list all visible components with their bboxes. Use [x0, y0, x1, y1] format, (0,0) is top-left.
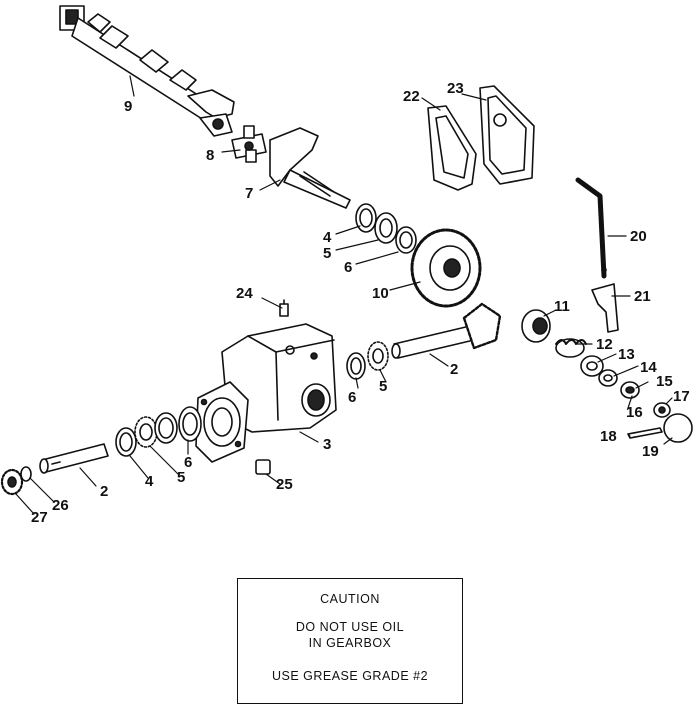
seal-lower: [178, 406, 202, 442]
washer-13-part: [580, 355, 604, 377]
callout-5: 5: [323, 245, 331, 262]
callout-27: 27: [31, 509, 48, 526]
callout-6: 6: [344, 259, 352, 276]
nut-27-part: [0, 468, 24, 496]
callout-16: 16: [626, 404, 643, 421]
bearing-cone-mid: [367, 341, 389, 371]
callout-6c: 6: [184, 454, 192, 471]
leader-lines: [15, 75, 673, 515]
callout-9: 9: [124, 98, 132, 115]
callout-22: 22: [403, 88, 420, 105]
callout-3: 3: [323, 436, 331, 453]
driveline-shaft-part: [59, 5, 235, 137]
callout-11: 11: [554, 298, 570, 315]
callout-21: 21: [634, 288, 651, 305]
caution-line-3: USE GREASE GRADE #2: [271, 669, 429, 683]
callout-25: 25: [276, 476, 293, 493]
callout-6b: 6: [348, 389, 356, 406]
cover-plate-part: [479, 85, 535, 185]
gearbox-housing-part: [195, 323, 337, 463]
bevel-gear-part: [410, 228, 482, 308]
cotter-pin-part: [627, 427, 663, 439]
callout-7: 7: [245, 185, 253, 202]
shift-fork-part: [591, 283, 619, 333]
callout-10: 10: [372, 285, 389, 302]
callout-13: 13: [618, 346, 635, 363]
spacer-ring-upper: [395, 226, 417, 254]
bearing-cup-mid: [346, 352, 366, 380]
output-shaft-lower: [39, 443, 109, 474]
callout-23: 23: [447, 80, 464, 97]
callout-26: 26: [52, 497, 69, 514]
washer-26-part: [20, 466, 32, 482]
callout-20: 20: [630, 228, 647, 245]
callout-12: 12: [596, 336, 613, 353]
bearing-cone-upper: [374, 212, 398, 244]
callout-17: 17: [673, 388, 690, 405]
bearing-cup-lower: [154, 412, 178, 444]
shift-rod-part: [575, 177, 607, 279]
u-joint-cross-part: [231, 125, 267, 163]
bearing-cup-upper: [355, 203, 377, 233]
callout-14: 14: [640, 359, 657, 376]
input-yoke-part: [269, 127, 351, 209]
spring-part: [555, 338, 587, 358]
callout-4b: 4: [145, 473, 154, 490]
pinion-shaft-upper: [391, 302, 502, 359]
caution-line-1: DO NOT USE OIL: [295, 620, 405, 634]
cap-part: [663, 413, 693, 443]
callout-15: 15: [656, 373, 673, 390]
clutch-collar-part: [521, 309, 551, 343]
spacer-ring-lower: [115, 427, 137, 457]
callout-8: 8: [206, 147, 214, 164]
caution-line-2: IN GEARBOX: [308, 636, 392, 650]
callout-4: 4: [323, 229, 332, 246]
washer-14-part: [598, 369, 618, 387]
nut-17-part: [653, 402, 671, 418]
callout-19: 19: [642, 443, 659, 460]
callout-2: 2: [450, 361, 458, 378]
callout-5b: 5: [379, 378, 387, 395]
bearing-cone-lower: [134, 416, 158, 448]
callout-2b: 2: [100, 483, 108, 500]
breather-part: [279, 299, 289, 317]
callout-18: 18: [600, 428, 617, 445]
plug-part: [255, 459, 271, 475]
gasket-part: [427, 105, 477, 191]
callout-24: 24: [236, 285, 253, 302]
caution-title: CAUTION: [320, 592, 380, 606]
caution-box: CAUTION DO NOT USE OIL IN GEARBOX USE GR…: [237, 578, 463, 704]
callout-5c: 5: [177, 469, 185, 486]
nut-15-part: [620, 381, 640, 399]
